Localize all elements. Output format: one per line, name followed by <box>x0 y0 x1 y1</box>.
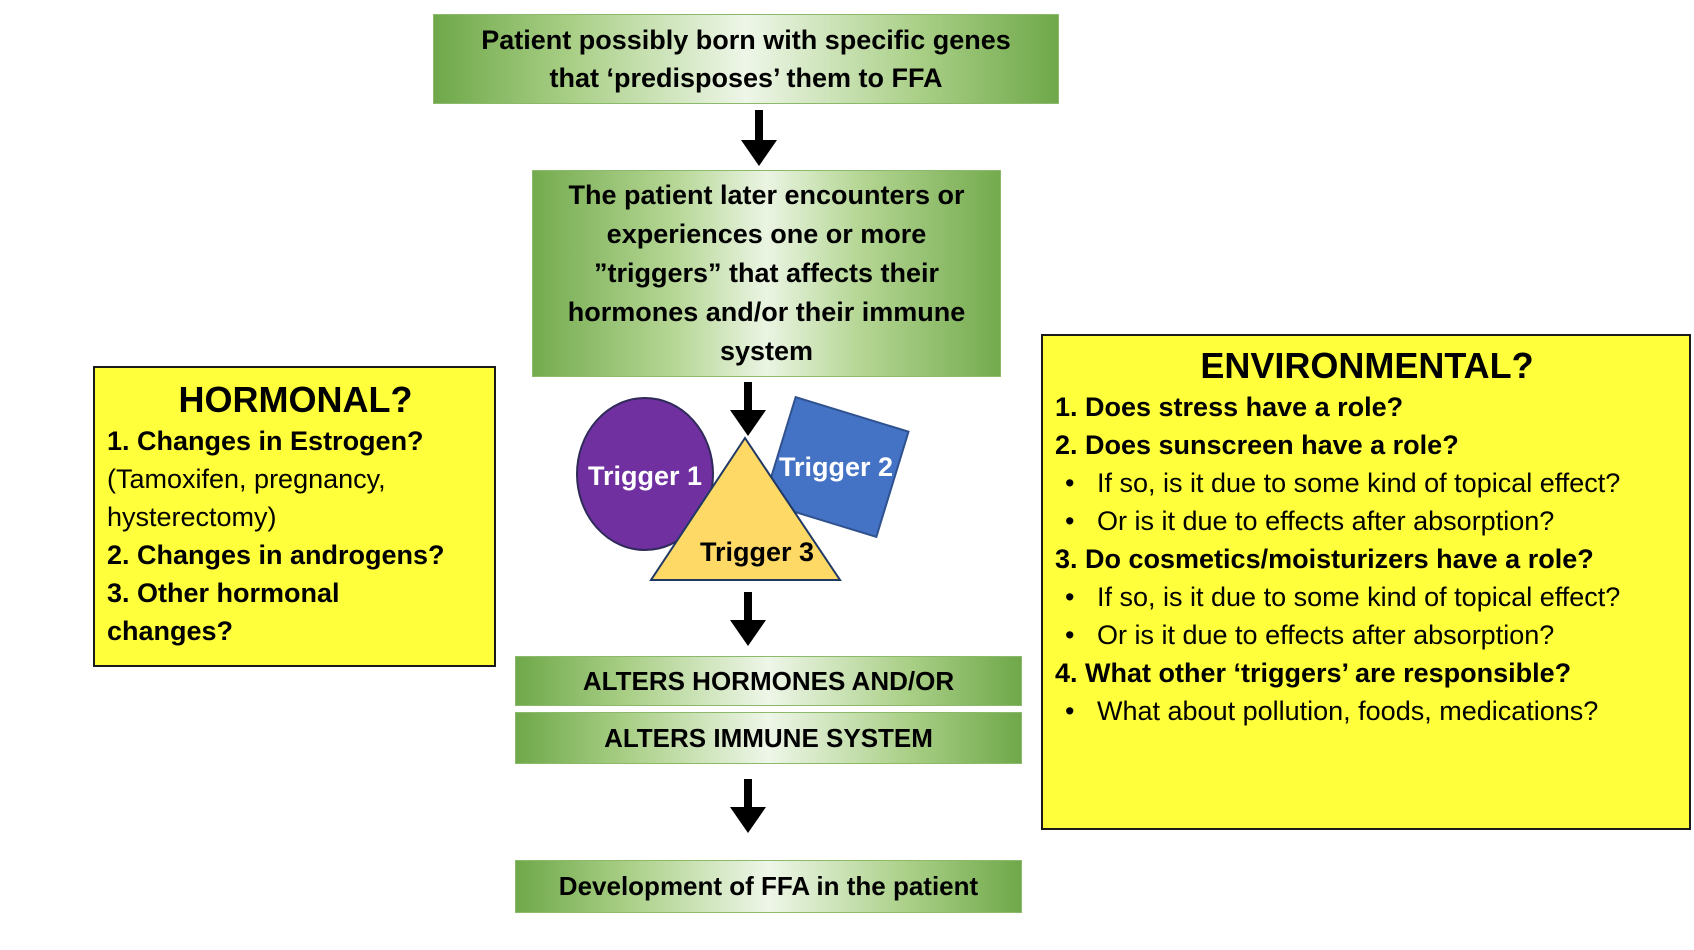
alters-immune-label: ALTERS IMMUNE SYSTEM <box>604 722 933 753</box>
encounter-line-1: The patient later encounters or <box>568 180 965 210</box>
env-q4-bullet-1-text: What about pollution, foods, medications… <box>1097 696 1599 726</box>
alters-hormones-label: ALTERS HORMONES AND/OR <box>582 665 955 696</box>
development-label: Development of FFA in the patient <box>558 871 979 901</box>
env-q2-bullet-2: • Or is it due to effects after absorpti… <box>1055 502 1679 540</box>
arrow-down-icon <box>741 110 777 166</box>
trigger-1-shape <box>576 397 714 551</box>
genes-box: Patient possibly born with specific gene… <box>433 14 1059 104</box>
genes-box-line-2: that ‘predisposes’ them to FFA <box>549 63 943 93</box>
env-q2-bullet-2-text: Or is it due to effects after absorption… <box>1097 506 1555 536</box>
arrow-down-icon <box>730 592 766 646</box>
env-q2-bullet-1: • If so, is it due to some kind of topic… <box>1055 464 1679 502</box>
env-q3-bullet-2-text: Or is it due to effects after absorption… <box>1097 620 1555 650</box>
trigger-3-shape <box>649 436 842 581</box>
hormonal-item-1: 1. Changes in Estrogen? <box>107 426 424 456</box>
env-question-1: 1. Does stress have a role? <box>1055 392 1404 422</box>
hormonal-item-1-detail-a: (Tamoxifen, pregnancy, <box>107 464 386 494</box>
hormonal-item-3a: 3. Other hormonal <box>107 578 340 608</box>
env-q4-bullet-1: • What about pollution, foods, medicatio… <box>1055 692 1679 730</box>
env-q3-bullet-1: • If so, is it due to some kind of topic… <box>1055 578 1679 616</box>
development-box: Development of FFA in the patient <box>515 860 1022 913</box>
bullet-icon: • <box>1065 620 1075 650</box>
encounter-line-2: experiences one or more <box>606 219 927 249</box>
env-q2-bullet-1-text: If so, is it due to some kind of topical… <box>1097 468 1621 498</box>
trigger-2-label: Trigger 2 <box>779 452 893 482</box>
encounter-line-3: ”triggers” that affects their <box>593 258 940 288</box>
arrow-down-icon <box>730 779 766 833</box>
hormonal-title: HORMONAL? <box>178 379 413 420</box>
trigger-2-shape <box>762 395 910 539</box>
env-question-3: 3. Do cosmetics/moisturizers have a role… <box>1055 544 1594 574</box>
trigger-3-label: Trigger 3 <box>700 537 814 567</box>
bullet-icon: • <box>1065 468 1075 498</box>
alters-immune-box: ALTERS IMMUNE SYSTEM <box>515 712 1022 764</box>
bullet-icon: • <box>1065 582 1075 612</box>
env-q3-bullet-2: • Or is it due to effects after absorpti… <box>1055 616 1679 654</box>
env-question-2: 2. Does sunscreen have a role? <box>1055 430 1459 460</box>
hormonal-item-3b: changes? <box>107 616 234 646</box>
triggers-encounter-box: The patient later encounters or experien… <box>532 170 1001 377</box>
alters-hormones-box: ALTERS HORMONES AND/OR <box>515 656 1022 706</box>
genes-box-line-1: Patient possibly born with specific gene… <box>481 25 1011 55</box>
bullet-icon: • <box>1065 506 1075 536</box>
encounter-line-4: hormones and/or their immune <box>567 297 966 327</box>
environmental-box: ENVIRONMENTAL? 1. Does stress have a rol… <box>1041 334 1691 830</box>
hormonal-box: HORMONAL? 1. Changes in Estrogen? (Tamox… <box>93 366 496 667</box>
environmental-title: ENVIRONMENTAL? <box>1200 345 1534 386</box>
env-q3-bullet-1-text: If so, is it due to some kind of topical… <box>1097 582 1621 612</box>
arrow-down-icon <box>730 382 766 436</box>
hormonal-item-2: 2. Changes in androgens? <box>107 540 445 570</box>
hormonal-item-1-detail-b: hysterectomy) <box>107 502 277 532</box>
encounter-line-5: system <box>719 336 814 366</box>
env-question-4: 4. What other ‘triggers’ are responsible… <box>1055 658 1572 688</box>
bullet-icon: • <box>1065 696 1075 726</box>
trigger-1-label: Trigger 1 <box>588 461 702 491</box>
